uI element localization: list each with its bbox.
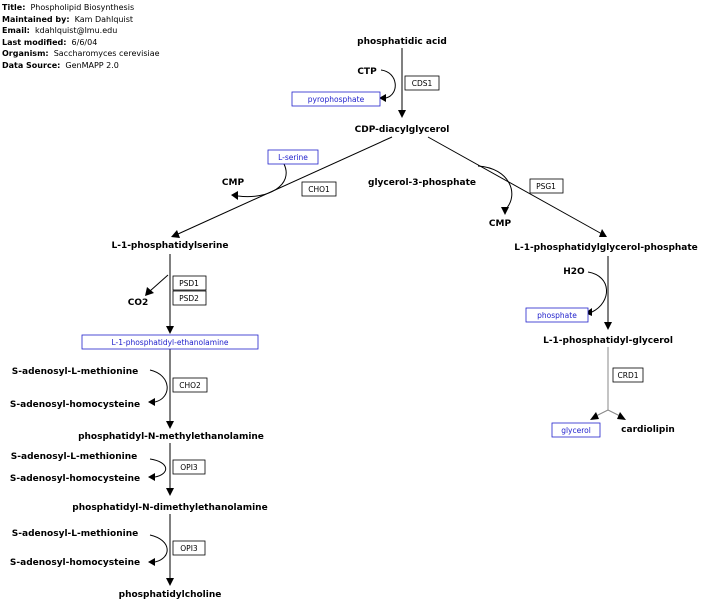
info-maintained-label: Maintained by: xyxy=(2,14,70,24)
metabolite-pme: phosphatidyl-N-methylethanolamine xyxy=(78,432,264,442)
arrowhead-cardiolipin xyxy=(617,412,626,420)
arrowhead-cdpdag xyxy=(398,110,406,118)
info-organism-value: Saccharomyces cerevisiae xyxy=(53,49,160,59)
gene-label-psd1: PSD1 xyxy=(179,279,199,288)
arrowhead-phosphate xyxy=(585,308,592,316)
gene-box-psd1[interactable]: PSD1 xyxy=(172,275,207,291)
metabolite-sam-3: S-adenosyl-L-methionine xyxy=(12,529,138,539)
metabolite-phosphatidylserine: L-1-phosphatidylserine xyxy=(111,241,228,251)
gene-label-cho2: CHO2 xyxy=(179,381,201,390)
arrowhead-pgp xyxy=(599,229,607,237)
arrowhead-cmp-left xyxy=(231,191,238,200)
edge-serine-cmp xyxy=(237,163,287,198)
metabolite-phosphatidic-acid: phosphatidic acid xyxy=(357,37,447,47)
metabolite-sam-1: S-adenosyl-L-methionine xyxy=(12,367,138,377)
arrowhead-pg xyxy=(604,322,612,330)
metabolite-cardiolipin: cardiolipin xyxy=(621,425,675,435)
metabolite-sam-2: S-adenosyl-L-methionine xyxy=(11,452,137,462)
link-box-l-serine[interactable]: L-serine xyxy=(267,149,319,165)
arrowhead-glycerol xyxy=(590,412,599,420)
metabolite-cmp-left: CMP xyxy=(222,178,245,188)
info-modified-label: Last modified: xyxy=(2,37,67,47)
gene-label-opi3-b: OPI3 xyxy=(180,544,198,553)
metabolite-ctp: CTP xyxy=(357,67,377,77)
metabolite-phosphatidylglycerol: L-1-phosphatidyl-glycerol xyxy=(543,336,673,346)
arrowhead-ps xyxy=(171,230,180,238)
info-email-label: Email: xyxy=(2,26,30,36)
arrowhead-pc xyxy=(166,578,174,586)
info-maintained-row: Maintained by: Kam Dahlquist xyxy=(2,14,160,26)
info-organism-label: Organism: xyxy=(2,49,49,59)
info-organism-row: Organism: Saccharomyces cerevisiae xyxy=(2,48,160,60)
info-source-value: GenMAPP 2.0 xyxy=(65,60,119,70)
link-box-pyrophosphate[interactable]: pyrophosphate xyxy=(291,91,381,107)
info-title-label: Title: xyxy=(2,3,26,12)
edge-sam-sah-1 xyxy=(149,369,168,403)
info-title-value: Phospholipid Biosynthesis xyxy=(30,3,135,12)
info-title-row: Title: Phospholipid Biosynthesis xyxy=(2,2,160,14)
metabolite-sah-2: S-adenosyl-homocysteine xyxy=(10,474,140,484)
info-email-value[interactable]: kdahlquist@lmu.edu xyxy=(34,26,118,36)
arrowhead-pe xyxy=(166,326,174,334)
edge-ps-co2 xyxy=(149,274,169,292)
gene-box-psd2[interactable]: PSD2 xyxy=(172,290,207,306)
link-box-ethanolamine[interactable]: L-1-phosphatidyl-ethanolamine xyxy=(81,334,259,350)
arrowhead-pyrophosphate xyxy=(379,94,386,102)
gene-label-cho1: CHO1 xyxy=(308,185,330,194)
link-label-l-serine: L-serine xyxy=(278,153,308,162)
info-email-row: Email: kdahlquist@lmu.edu xyxy=(2,25,160,37)
metabolite-co2: CO2 xyxy=(128,298,149,308)
link-box-glycerol[interactable]: glycerol xyxy=(551,422,601,438)
link-box-phosphate[interactable]: phosphate xyxy=(525,307,589,323)
arrowhead-pme xyxy=(166,421,174,429)
metabolite-sah-3: S-adenosyl-homocysteine xyxy=(10,558,140,568)
link-label-phosphate: phosphate xyxy=(537,311,577,320)
edge-branch-glycerol xyxy=(595,409,609,417)
metabolite-sah-1: S-adenosyl-homocysteine xyxy=(10,400,140,410)
gene-label-psd2: PSD2 xyxy=(179,294,199,303)
gene-label-crd1: CRD1 xyxy=(618,371,639,380)
info-modified-value: 6/6/04 xyxy=(71,37,98,47)
metabolite-cmp-right: CMP xyxy=(489,219,512,229)
link-label-ethanolamine: L-1-phosphatidyl-ethanolamine xyxy=(111,338,228,347)
arrowhead-sah-1 xyxy=(148,398,155,406)
gene-label-opi3-a: OPI3 xyxy=(180,463,198,472)
gene-label-cds1: CDS1 xyxy=(412,79,433,88)
edge-sam-sah-3 xyxy=(149,534,168,563)
arrowhead-sah-3 xyxy=(148,558,155,566)
gene-label-psg1: PSG1 xyxy=(536,182,556,191)
link-label-glycerol: glycerol xyxy=(561,426,591,435)
info-source-label: Data Source: xyxy=(2,60,61,70)
metabolite-pgp: L-1-phosphatidylglycerol-phosphate xyxy=(514,243,698,253)
metabolite-h2o: H2O xyxy=(563,267,585,277)
gene-box-psg1[interactable]: PSG1 xyxy=(529,178,564,194)
edge-h2o-phosphate xyxy=(587,271,607,313)
edge-cdpdag-to-pgp xyxy=(427,136,603,235)
gene-box-cho1[interactable]: CHO1 xyxy=(301,181,337,197)
edge-ctp-in xyxy=(380,69,396,99)
link-label-pyrophosphate: pyrophosphate xyxy=(308,95,365,104)
edge-sam-sah-2 xyxy=(149,458,167,478)
info-modified-row: Last modified: 6/6/04 xyxy=(2,37,160,49)
edge-cdpdag-to-ps xyxy=(177,136,393,235)
gene-box-opi3-a[interactable]: OPI3 xyxy=(172,459,206,475)
arrowhead-cmp-right xyxy=(501,207,509,215)
arrowhead-co2 xyxy=(145,287,154,296)
info-maintained-value: Kam Dahlquist xyxy=(74,14,134,24)
metabolite-pdme: phosphatidyl-N-dimethylethanolamine xyxy=(72,503,267,513)
edge-g3p-cmp xyxy=(477,165,513,211)
gene-box-cho2[interactable]: CHO2 xyxy=(172,377,208,393)
metabolite-glycerol-3-phosphate: glycerol-3-phosphate xyxy=(368,178,476,188)
gene-box-opi3-b[interactable]: OPI3 xyxy=(172,540,206,556)
metabolite-cdp-diacylglycerol: CDP-diacylglycerol xyxy=(355,125,450,135)
gene-box-cds1[interactable]: CDS1 xyxy=(404,75,440,91)
arrowhead-pdme xyxy=(166,488,174,496)
arrowhead-sah-2 xyxy=(148,473,155,481)
metabolite-phosphatidylcholine: phosphatidylcholine xyxy=(119,590,222,600)
map-info-header: Title: Phospholipid Biosynthesis Maintai… xyxy=(2,2,160,72)
edge-branch-cardiolipin xyxy=(607,409,621,417)
gene-box-crd1[interactable]: CRD1 xyxy=(612,367,644,383)
info-source-row: Data Source: GenMAPP 2.0 xyxy=(2,60,160,72)
